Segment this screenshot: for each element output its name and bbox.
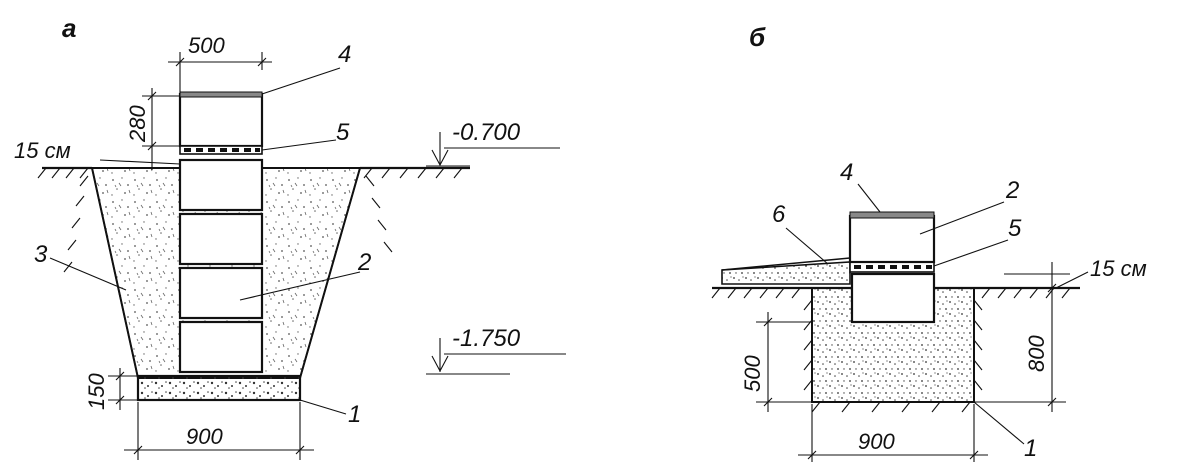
panel-b-dim-pad-height: 500 — [740, 312, 812, 412]
panel-a-dim-base-width: 900 — [124, 402, 314, 460]
svg-text:2: 2 — [1005, 177, 1019, 204]
panel-a-dim-pad-height: 150 — [84, 368, 138, 410]
panel-b-upper-block — [848, 214, 936, 264]
svg-text:150: 150 — [84, 373, 109, 410]
svg-text:1: 1 — [1024, 435, 1037, 462]
panel-b-waterproofing — [849, 261, 935, 273]
panel-b-callout-1: 1 — [973, 401, 1037, 462]
svg-text:15 см: 15 см — [1090, 256, 1147, 281]
svg-text:4: 4 — [338, 41, 351, 68]
panel-a-dim-gap: 15 см — [14, 138, 181, 165]
svg-text:500: 500 — [740, 355, 765, 392]
panel-a-waterproofing — [179, 145, 263, 155]
svg-text:6: 6 — [772, 201, 786, 228]
panel-b-callout-4: 4 — [840, 159, 881, 213]
panel-b-callout-2: 2 — [919, 177, 1019, 235]
panel-a-block — [178, 320, 264, 374]
panel-a-top-layer — [179, 91, 263, 98]
svg-text:3: 3 — [34, 241, 48, 268]
panel-a-level-upper: -0.700 — [426, 119, 560, 167]
panel-a-block — [178, 158, 264, 212]
panel-b-blind-area — [721, 261, 851, 285]
panel-a-dim-block-height: 280 — [125, 88, 180, 170]
panel-a-block — [178, 266, 264, 320]
panel-b-lower-block — [850, 272, 936, 324]
panel-a-concrete-pad — [136, 374, 302, 402]
panel-b-trench-hatch — [803, 299, 983, 413]
panel-a-letter: а — [62, 13, 76, 43]
panel-a-block — [178, 212, 264, 266]
panel-b: б 4 — [711, 22, 1147, 462]
panel-b-dim-gap: 15 см — [1004, 256, 1147, 289]
panel-a-callout-2: 2 — [239, 249, 371, 301]
svg-text:800: 800 — [1024, 335, 1049, 372]
svg-text:4: 4 — [840, 159, 853, 186]
panel-a: а — [14, 13, 566, 460]
svg-text:-1.750: -1.750 — [452, 325, 521, 352]
svg-text:900: 900 — [186, 424, 223, 449]
panel-a-foundation-blocks — [178, 158, 264, 374]
svg-text:-0.700: -0.700 — [452, 119, 521, 146]
panel-a-dim-width-top: 500 — [168, 33, 272, 94]
panel-a-top-block — [178, 92, 264, 148]
svg-text:2: 2 — [357, 249, 371, 276]
panel-b-callout-5: 5 — [933, 215, 1022, 267]
panel-b-dim-base-width: 900 — [798, 404, 988, 462]
svg-text:1: 1 — [348, 401, 361, 428]
panel-a-callout-5: 5 — [261, 119, 350, 151]
panel-a-callout-4: 4 — [261, 41, 351, 95]
svg-text:500: 500 — [188, 33, 225, 58]
panel-b-dim-total-height: 800 — [974, 262, 1066, 412]
panel-b-top-layer — [849, 211, 935, 219]
svg-text:280: 280 — [125, 105, 150, 143]
svg-text:5: 5 — [336, 119, 350, 146]
panel-b-letter: б — [749, 22, 766, 52]
svg-text:15 см: 15 см — [14, 138, 71, 163]
panel-a-callout-1: 1 — [299, 399, 361, 428]
svg-text:900: 900 — [858, 429, 895, 454]
panel-a-level-lower: -1.750 — [426, 325, 566, 375]
panel-a-trench-hatch — [63, 175, 393, 273]
panel-a-callout-3: 3 — [34, 241, 127, 291]
panel-a-ground-line — [37, 166, 470, 179]
svg-text:5: 5 — [1008, 215, 1022, 242]
panel-b-callout-6: 6 — [772, 201, 829, 265]
